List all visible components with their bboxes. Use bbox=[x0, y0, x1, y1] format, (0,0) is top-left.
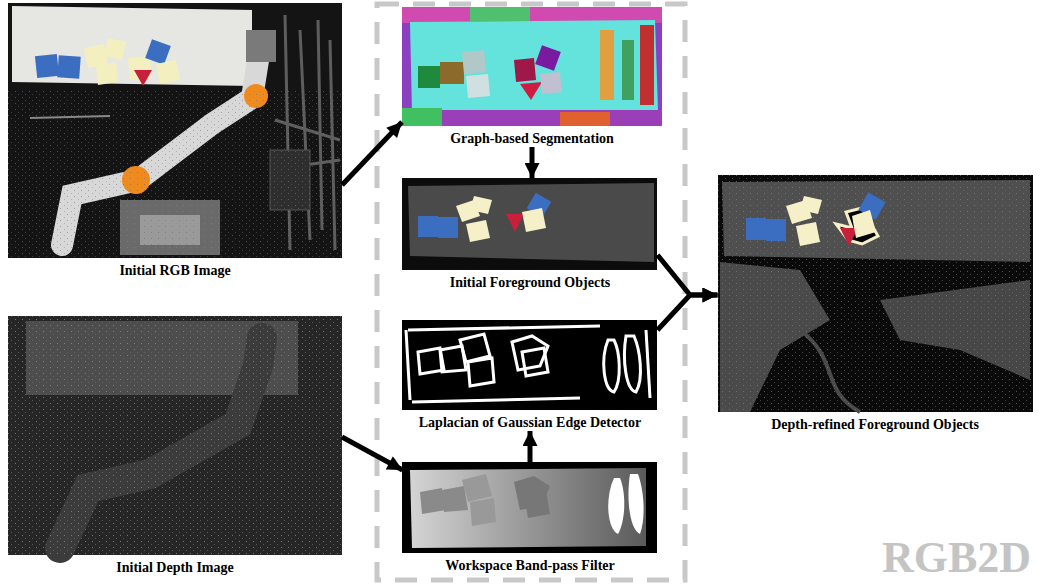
foreground-image bbox=[402, 178, 657, 270]
image-area bbox=[403, 320, 658, 410]
image-panel: Initial RGB Image bbox=[8, 3, 342, 279]
image-caption: Depth-refined Foreground Objects bbox=[771, 416, 979, 433]
image-panel: Depth-refined Foreground Objects bbox=[718, 175, 1033, 433]
image-caption: Initial Foreground Objects bbox=[450, 274, 611, 291]
image-panel: Initial Foreground Objects bbox=[403, 178, 658, 291]
image-panel: Initial Depth Image bbox=[8, 316, 342, 576]
image-area bbox=[8, 3, 342, 258]
flow-arrow bbox=[342, 437, 403, 470]
image-panel: Graph-based Segmentation bbox=[402, 7, 662, 147]
flow-arrow bbox=[530, 147, 535, 178]
bandpass-image bbox=[402, 462, 657, 553]
image-caption: Graph-based Segmentation bbox=[450, 130, 614, 147]
flow-arrow bbox=[528, 431, 533, 462]
edge-image bbox=[402, 320, 657, 410]
image-panel: Workspace Band-pass Filter bbox=[403, 462, 658, 574]
image-caption: Initial RGB Image bbox=[119, 262, 230, 279]
refined-image bbox=[718, 175, 1033, 412]
segmentation-image bbox=[402, 7, 662, 126]
image-panel: Laplacian of Gaussian Edge Detector bbox=[403, 320, 658, 431]
image-caption: Laplacian of Gaussian Edge Detector bbox=[419, 414, 641, 431]
image-area bbox=[718, 175, 1033, 412]
image-caption: Workspace Band-pass Filter bbox=[445, 557, 615, 574]
flow-arrow bbox=[658, 255, 718, 295]
flow-arrow bbox=[342, 122, 402, 185]
image-area bbox=[403, 462, 658, 553]
image-area bbox=[402, 7, 662, 126]
image-area bbox=[8, 316, 342, 555]
depth-photo bbox=[8, 316, 342, 555]
image-caption: Initial Depth Image bbox=[116, 559, 233, 576]
image-area bbox=[403, 178, 658, 270]
flow-arrow bbox=[658, 295, 718, 330]
rgb-photo bbox=[8, 3, 342, 258]
dashed-group bbox=[377, 4, 685, 580]
watermark: RGB2D bbox=[882, 536, 1031, 580]
